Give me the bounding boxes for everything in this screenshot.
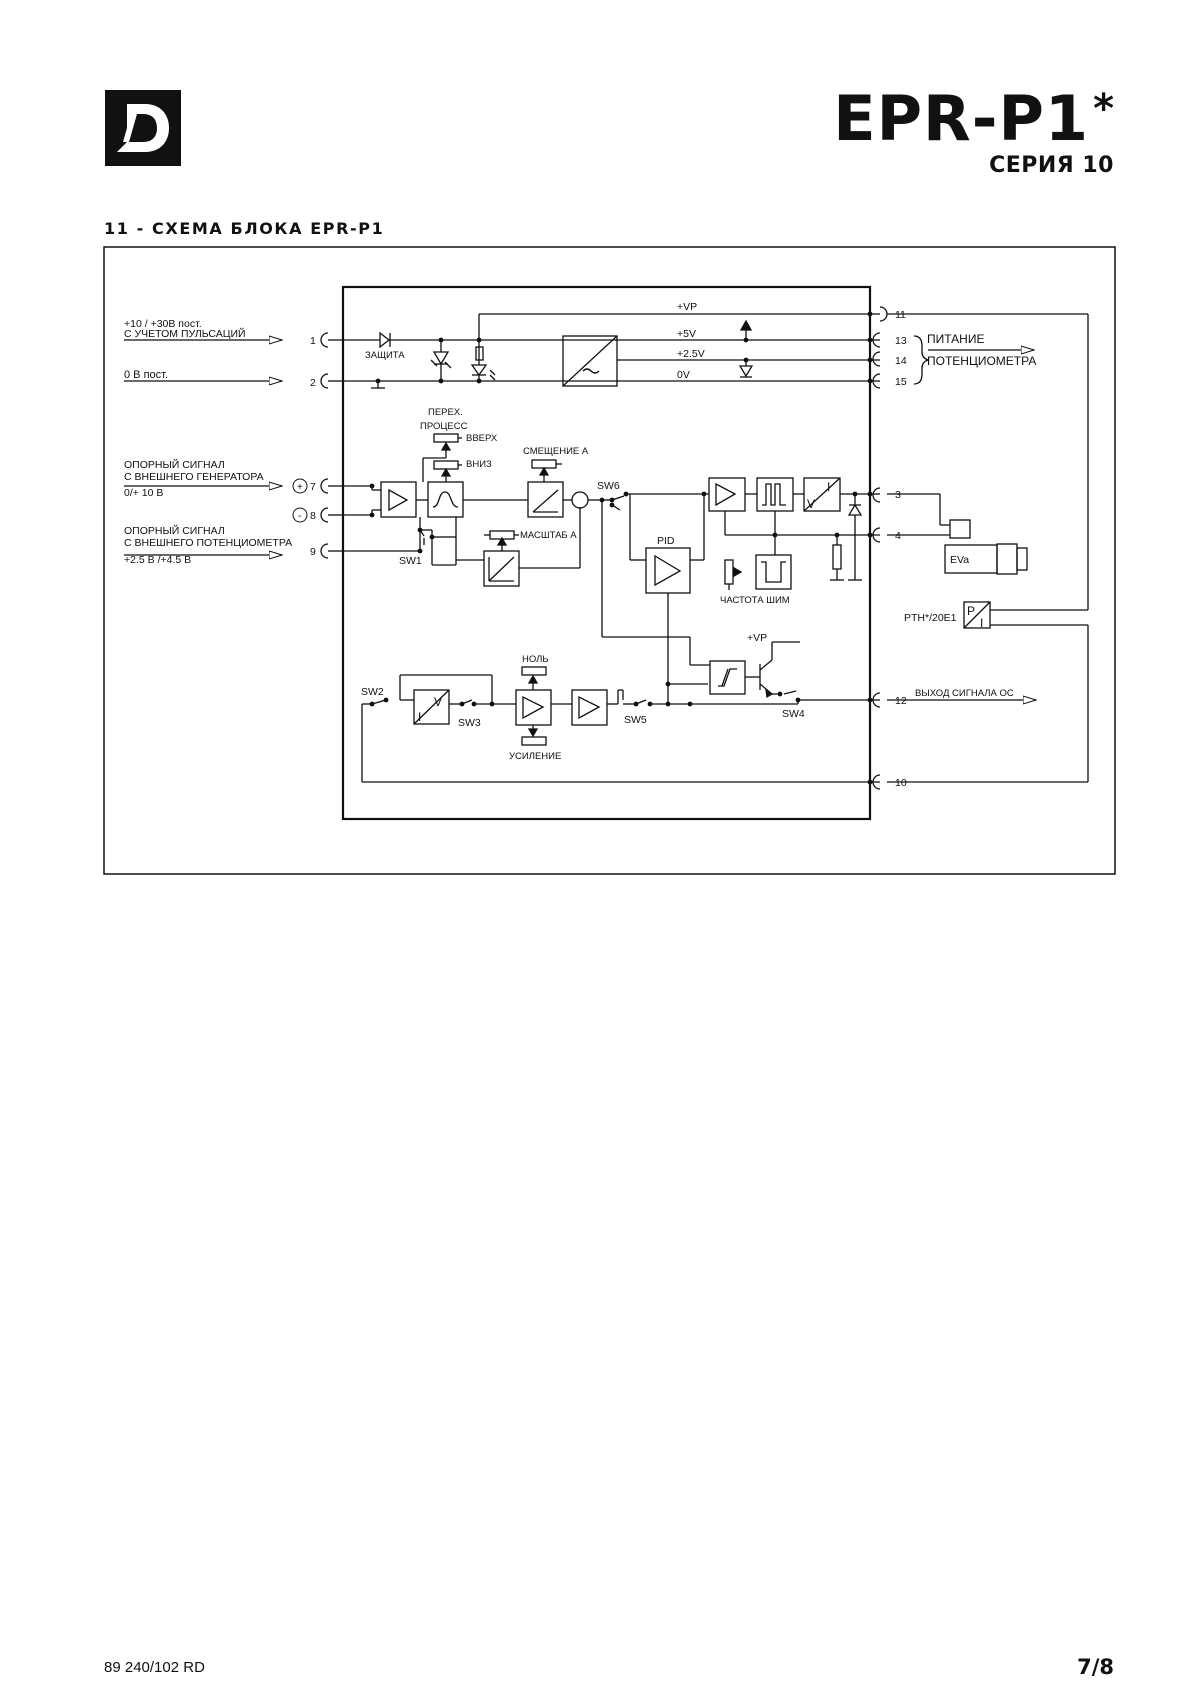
minus-sign: - (298, 511, 301, 522)
pwm-frequency-block (755, 554, 792, 590)
pwm-frequency-label: ЧАСТОТА ШИМ (720, 595, 790, 606)
terminal-9: 9 (310, 546, 316, 558)
valve-solenoid (949, 519, 971, 539)
potentiometer-supply-label-1: ПИТАНИЕ (927, 332, 984, 346)
rail-vp-label: +VP (677, 301, 697, 313)
generator-range-label: 0/+ 10 В (124, 487, 163, 499)
terminal-4: 4 (895, 530, 901, 542)
terminal-1: 1 (310, 335, 316, 347)
terminal-3: 3 (895, 489, 901, 501)
switch-process-label-2: ПРОЦЕСС (420, 421, 468, 432)
potentiometer-supply-label-2: ПОТЕНЦИОМЕТРА (927, 354, 1036, 368)
summing-junction (571, 491, 589, 509)
series-label: СЕРИЯ 10 (989, 153, 1114, 178)
terminal-11: 11 (895, 309, 906, 321)
gain-label: УСИЛЕНИЕ (509, 751, 561, 762)
potentiometer-input-label-1: ОПОРНЫЙ СИГНАЛ (124, 524, 225, 537)
pth-p-letter: P (967, 604, 975, 618)
rail-5v-label: +5V (677, 328, 696, 340)
terminal-12: 12 (895, 695, 907, 707)
zero-adjust-label: НОЛЬ (522, 654, 549, 665)
junction-dots (369, 311, 873, 785)
section-title: 11 - СХЕМА БЛОКА EPR-P1 (104, 219, 385, 238)
supply-input-label-1: +10 / +30В пост. (124, 318, 202, 330)
terminal-13: 13 (895, 335, 907, 347)
pressure-transducer (963, 601, 991, 629)
zero-gain-amplifier-block (515, 689, 552, 726)
sw4-label: SW4 (782, 708, 805, 720)
switch-process-label-1: ПЕРЕХ. (428, 407, 463, 418)
sw3-label: SW3 (458, 717, 481, 729)
driver-amplifier-block (708, 477, 746, 512)
pid-label: PID (657, 535, 675, 547)
ramp-up-label: ВВЕРХ (466, 433, 498, 444)
terminal-15: 15 (895, 376, 907, 388)
zero-input-label: 0 В пост. (124, 369, 168, 381)
offset-label: СМЕЩЕНИЕ А (523, 446, 589, 457)
terminal-2: 2 (310, 377, 316, 389)
generator-input-label-1: ОПОРНЫЙ СИГНАЛ (124, 458, 225, 471)
feedback-output-label: ВЫХОД СИГНАЛА ОС (915, 688, 1014, 699)
vi-v-letter: V (807, 497, 815, 511)
rail-2-5v-label: +2.5V (677, 348, 705, 360)
current-voltage-converter-block (413, 689, 450, 725)
model-title: EPR-P1* (833, 82, 1115, 155)
supply-input-label-2: С УЧЕТОМ ПУЛЬСАЦИЙ (124, 327, 246, 340)
transducer-label: PTH*/20E1 (904, 612, 957, 624)
page-number: 7/8 (1077, 1655, 1114, 1679)
vp-output-label: +VP (747, 632, 767, 644)
input-amplifier-block (380, 481, 417, 518)
document-number: 89 240/102 RD (104, 1659, 205, 1676)
generator-input-label-2: С ВНЕШНЕГО ГЕНЕРАТОРА (124, 471, 264, 483)
potentiometer-range-label: +2.5 В /+4.5 В (124, 554, 191, 566)
sw5-label: SW5 (624, 714, 647, 726)
company-logo (105, 90, 181, 166)
model-mark: * (1093, 86, 1115, 132)
terminal-8: 8 (310, 510, 316, 522)
sw2-label: SW2 (361, 686, 384, 698)
protection-label: ЗАЩИТА (365, 350, 405, 361)
voltage-regulator-block (562, 335, 618, 387)
pid-block (645, 547, 691, 594)
sw6-label: SW6 (597, 480, 620, 492)
valve-label: EVa (950, 554, 969, 566)
terminal-10: 10 (895, 777, 907, 789)
sw1-label: SW1 (399, 555, 422, 567)
rail-0v-label: 0V (677, 369, 690, 381)
ramp-block (427, 481, 464, 518)
terminal-7: 7 (310, 481, 316, 493)
iv-i-letter: I (418, 710, 421, 724)
pth-i-letter: I (980, 616, 983, 630)
ramp-down-label: ВНИЗ (466, 459, 492, 470)
plus-sign: + (297, 482, 303, 493)
potentiometer-input-label-2: С ВНЕШНЕГО ПОТЕНЦИОМЕТРА (124, 537, 292, 549)
unit-enclosure (341, 285, 872, 821)
terminal-14: 14 (895, 355, 907, 367)
scale-label: МАСШТАБ А (520, 530, 577, 541)
output-amplifier-block (571, 689, 608, 726)
diagram-frame (103, 246, 1116, 875)
iv-v-letter: V (434, 695, 442, 709)
vi-i-letter: I (827, 480, 830, 494)
